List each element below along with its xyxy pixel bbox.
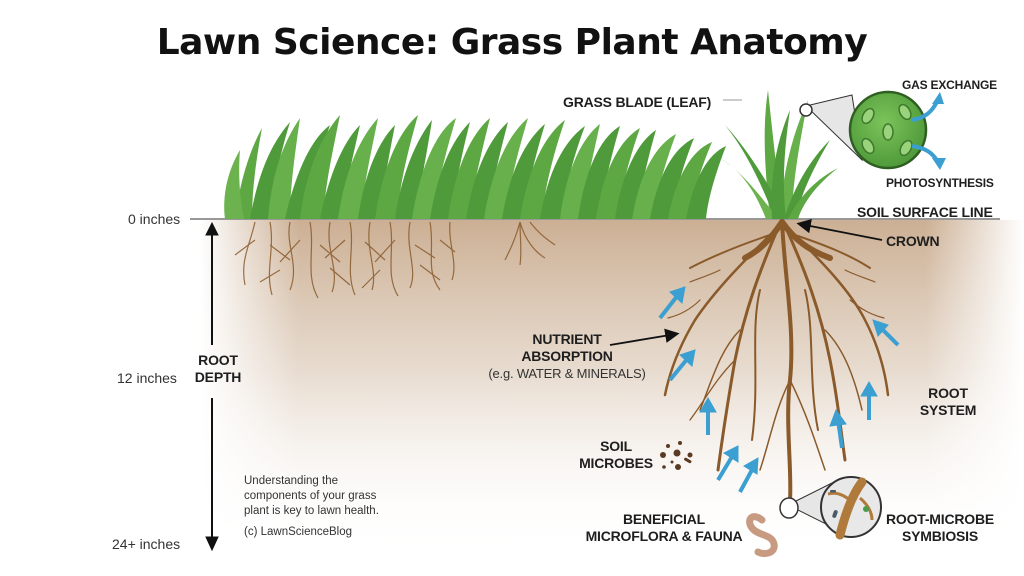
footnote-line3: plant is key to lawn health. xyxy=(244,505,379,517)
main-root-system xyxy=(663,219,890,502)
soil-microbes-line1: SOIL xyxy=(600,438,632,454)
symbiosis-line1: ROOT-MICROBE xyxy=(885,511,995,527)
diagram-title: Lawn Science: Grass Plant Anatomy xyxy=(156,22,868,63)
label-gas-exchange: GAS EXCHANGE xyxy=(902,78,997,92)
root-system-line1: ROOT xyxy=(928,385,968,401)
arrow-up-icon xyxy=(658,286,686,320)
symbiosis-magnifier xyxy=(779,476,882,540)
beneficial-line2: MICROFLORA & FAUNA xyxy=(585,528,743,544)
depth-label-middle: 12 inches xyxy=(117,370,177,386)
label-soil-surface-line: SOIL SURFACE LINE xyxy=(857,204,993,220)
label-crown: CROWN xyxy=(886,233,940,249)
nutrient-line2: ABSORPTION xyxy=(521,348,613,364)
beneficial-line1: BENEFICIAL xyxy=(622,511,705,527)
crown-arrow xyxy=(796,219,883,241)
nutrient-arrow xyxy=(609,328,680,346)
earthworm-icon xyxy=(746,513,778,558)
arrow-up-icon xyxy=(716,445,739,482)
depth-label-top: 0 inches xyxy=(128,211,181,227)
root-depth-axis xyxy=(205,221,219,552)
credit-text: (c) LawnScienceBlog xyxy=(244,526,353,538)
grass-turf xyxy=(224,115,726,219)
label-beneficial-microflora: BENEFICIAL MICROFLORA & FAUNA xyxy=(578,511,750,545)
nutrient-uptake-arrows xyxy=(658,286,900,493)
footnote-line2: components of your grass xyxy=(244,490,377,502)
label-soil-microbes: SOIL MICROBES xyxy=(572,438,660,472)
label-root-system: ROOT SYSTEM xyxy=(908,385,988,419)
root-depth-axis-label: ROOT DEPTH xyxy=(193,352,243,386)
root-system-line2: SYSTEM xyxy=(919,402,977,418)
label-nutrient-absorption: NUTRIENT ABSORPTION (e.g. WATER & MINERA… xyxy=(484,331,650,382)
label-photosynthesis: PHOTOSYNTHESIS xyxy=(886,176,994,190)
root-depth-line1: ROOT xyxy=(198,352,238,368)
symbiosis-line2: SYMBIOSIS xyxy=(902,528,978,544)
label-root-microbe-symbiosis: ROOT-MICROBE SYMBIOSIS xyxy=(880,511,1000,545)
nutrient-line1: NUTRIENT xyxy=(532,331,602,347)
arrow-up-icon xyxy=(829,408,847,449)
root-depth-line2: DEPTH xyxy=(194,369,242,385)
soil-microbes-icon xyxy=(660,441,693,470)
arrow-up-icon xyxy=(872,319,900,347)
arrow-up-icon xyxy=(860,380,878,420)
arrow-up-icon xyxy=(668,349,696,382)
leaf-cell-magnifier xyxy=(799,90,946,170)
footnote-line1: Understanding the xyxy=(244,475,338,487)
label-grass-blade: GRASS BLADE (LEAF) xyxy=(563,94,712,110)
arrow-up-icon xyxy=(738,457,759,493)
arrow-up-icon xyxy=(699,396,717,435)
depth-label-bottom: 24+ inches xyxy=(112,536,181,552)
shallow-roots xyxy=(234,221,556,299)
footnote: Understanding the components of your gra… xyxy=(244,474,379,540)
featured-grass-plant xyxy=(720,90,838,219)
nutrient-subtext: (e.g. WATER & MINERALS) xyxy=(488,366,646,381)
soil-microbes-line2: MICROBES xyxy=(579,455,653,471)
